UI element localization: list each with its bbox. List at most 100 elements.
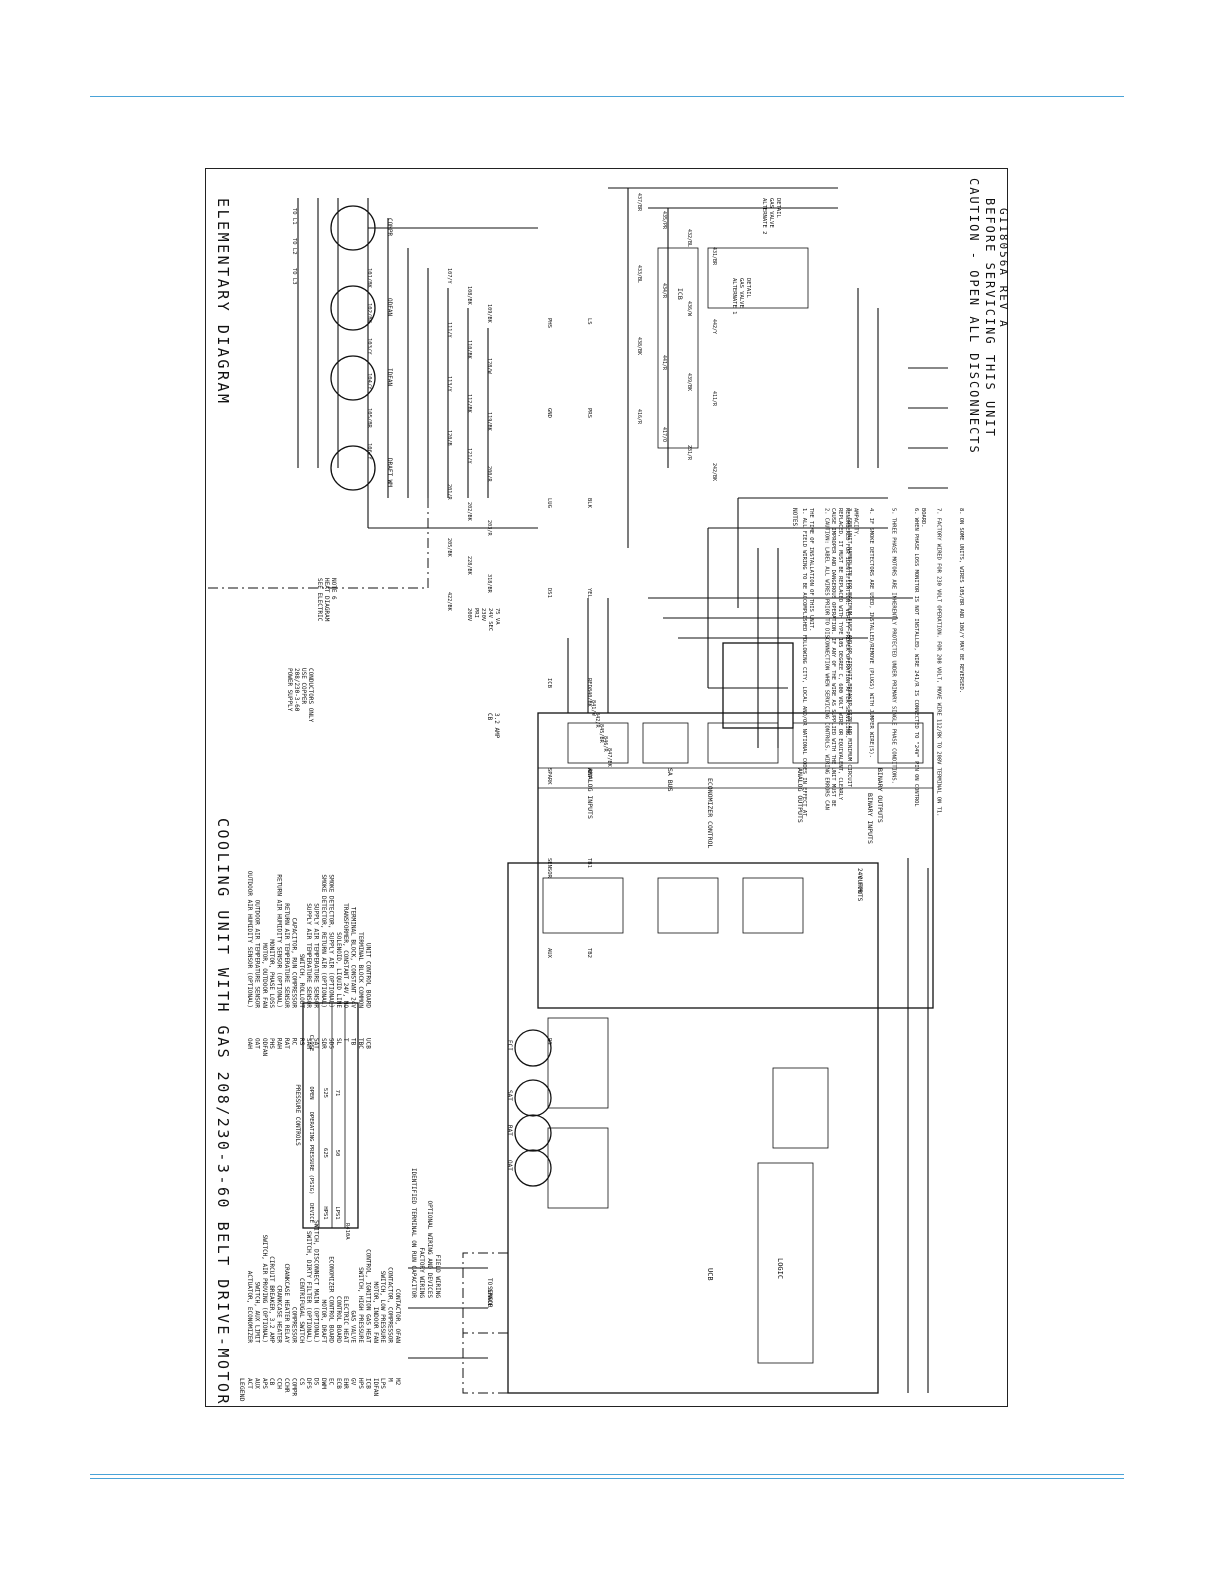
- gas-wire-label: 436/W: [686, 301, 692, 317]
- analog-outputs-label: ANALOG OUTPUTS: [796, 768, 804, 823]
- legend-desc: CONTROL BOARD: [335, 1296, 342, 1343]
- legend-desc: MOTOR, DRAFT: [320, 1300, 327, 1344]
- gas-wire-label: 431/BR: [711, 247, 717, 266]
- legend2-desc: SMOKE DETECTOR, SUPPLY AIR (OPTIONAL): [327, 874, 334, 1008]
- ptable-header: OPEN: [308, 1086, 314, 1099]
- wire-labels: 101/BK102/BK103/Y104/Y105/BR106/Y107/Y10…: [291, 193, 781, 1045]
- legend-desc: GAS VALVE: [350, 1310, 357, 1343]
- icb-label: ICB: [676, 288, 684, 300]
- sensor-label: SAT: [506, 1090, 513, 1101]
- legend2-code: RC: [290, 1038, 297, 1046]
- legend-code: CS: [298, 1378, 305, 1386]
- note-line: 8. ON SOME UNITS, WIRES 105/BR AND 106/Y…: [958, 508, 964, 693]
- caution-line-1: CAUTION - OPEN ALL DISCONNECTS: [967, 178, 981, 455]
- component-tag: TB1: [586, 858, 592, 868]
- ptable-refrigerant: R410A: [344, 1223, 350, 1240]
- wire-label: 201/R: [446, 484, 452, 500]
- wire-label: 113/Y: [446, 376, 452, 392]
- wire-label: 128/W: [486, 358, 492, 374]
- wire-label: 109/BK: [486, 304, 492, 324]
- gas-wire-label: 411/R: [711, 391, 717, 407]
- power-supply-line: POWER SUPPLY: [286, 668, 293, 712]
- ptable-title: PRESSURE CONTROLS: [294, 1084, 301, 1146]
- legend-code: HPS: [357, 1378, 364, 1389]
- gas-wire-label: 438/BK: [636, 337, 642, 355]
- ecm-wire-label: 847/BK: [606, 748, 612, 768]
- footer-rule-top: [90, 1474, 1124, 1475]
- motor-circle: [330, 445, 376, 491]
- alt-gas-valve-1: ALTERNATE 1: [731, 278, 737, 314]
- sensor-circle: [514, 1079, 552, 1117]
- component-tag: SPARK: [546, 768, 552, 785]
- wire-label: 318/BR: [486, 574, 492, 594]
- legend2-desc: SUPPLY AIR TEMPERATURE SENSOR: [313, 903, 320, 1008]
- legend-code: DS: [313, 1378, 320, 1386]
- ucb-label: UCB: [706, 1268, 714, 1281]
- actuator-block: [648, 597, 913, 729]
- legend2-desc: CAPACITOR, RUN COMPRESSOR: [290, 918, 297, 1009]
- legend-desc: CIRCUIT BREAKER, 3.2 AMP: [268, 1256, 275, 1343]
- gas-wire-label: 442/Y: [711, 319, 717, 334]
- alt-gas-valve-2: GAS VALVE: [768, 198, 774, 228]
- legend2-code: OAH: [246, 1038, 253, 1049]
- component-tag: GND: [546, 408, 552, 418]
- legend-desc: CONTROL, IGNITION GAS HEAT: [364, 1249, 371, 1343]
- ptable-cell: HPS1: [322, 1206, 328, 1219]
- legend2-desc: SUPPLY AIR TEMPERATURE SENSOR: [305, 903, 312, 1008]
- twenty-four-v-outputs-label-2: OUTPUTS: [856, 876, 863, 902]
- legend2-code: SL: [335, 1038, 342, 1046]
- symbol-key: IDENTIFIED TERMINAL ON RUN CAPACITOR: [410, 1168, 417, 1298]
- wire-label: 110/BK: [466, 340, 472, 360]
- gas-wire-label: 441/R: [661, 355, 667, 371]
- symbol-key: OPTIONAL WIRING AND DEVICES: [426, 1200, 433, 1298]
- legend-code: COMPR: [290, 1378, 297, 1396]
- legend2-desc: UNIT CONTROL BOARD: [364, 943, 371, 1008]
- motor-label: ODFAN: [386, 298, 393, 316]
- gas-wire-label: 231/R: [686, 445, 692, 461]
- ecm-wire-label: 842/R: [594, 712, 600, 728]
- transformer-label: PRI: [473, 608, 479, 618]
- legend2-code: OAT: [253, 1038, 260, 1049]
- transformer-label: 24V SEC: [487, 608, 493, 631]
- ptable-border: [302, 1002, 359, 1229]
- wire-label: 107/Y: [446, 268, 452, 284]
- component-tag: PHS: [546, 318, 552, 328]
- gas-wire-label: 417/O: [661, 427, 667, 442]
- binary-outputs-label: BINARY OUTPUTS: [876, 768, 884, 823]
- note-line: 2. CAUTION: LABEL ALL WIRES PRIOR TO DIS…: [823, 508, 829, 810]
- component-tag: LS: [586, 318, 592, 325]
- motor-circle: [330, 205, 376, 251]
- sensor-label: RAT: [506, 1125, 513, 1136]
- legend-code: M: [387, 1378, 394, 1382]
- ecm-wire-label: 846/R: [602, 736, 608, 752]
- gas-wire-label: 434/R: [661, 283, 667, 299]
- wire-label: 228/BK: [466, 556, 472, 576]
- legend-title: LEGEND: [238, 1378, 246, 1402]
- legend-code: CB: [268, 1378, 275, 1386]
- twenty-four-v-outputs-label: 24V FOR: [856, 868, 863, 894]
- ecm-wire-label: 841/W: [590, 700, 596, 716]
- ptable-header: CLOSE: [308, 1035, 314, 1052]
- wire-label: 108/BK: [466, 286, 472, 306]
- legend-desc: CENTRIFUGAL SWITCH: [298, 1278, 305, 1343]
- gas-wire-label: 439/BK: [686, 373, 692, 391]
- transformer-label: 208V: [466, 608, 472, 622]
- note-line: AMPACITY.: [853, 508, 859, 537]
- component-tag: PRS: [586, 408, 592, 418]
- cb-label-line: 3.2 AMP: [493, 713, 500, 739]
- gas-wire-label: 432/BL: [686, 229, 692, 247]
- sa-bus-label: SA BUS: [666, 768, 674, 792]
- wire-label: 205/BK: [446, 538, 452, 558]
- legend2-desc: RETURN AIR TEMPERATURE SENSOR: [283, 903, 290, 1008]
- wire-label: 105/BR: [366, 408, 372, 429]
- ecm-wire-label: 845/BR: [598, 724, 604, 744]
- legend-code: DFS: [305, 1378, 312, 1389]
- legend2-code: TB: [350, 1038, 357, 1046]
- legend-code: DWM: [320, 1378, 327, 1389]
- ptable-header: OPERATING PRESSURE (PSIG): [308, 1112, 314, 1195]
- ptable-cell: 625: [322, 1148, 328, 1158]
- header-rule: [90, 96, 1124, 97]
- wire-label: 111/Y: [446, 322, 452, 338]
- notes-title: NOTES:: [791, 508, 798, 530]
